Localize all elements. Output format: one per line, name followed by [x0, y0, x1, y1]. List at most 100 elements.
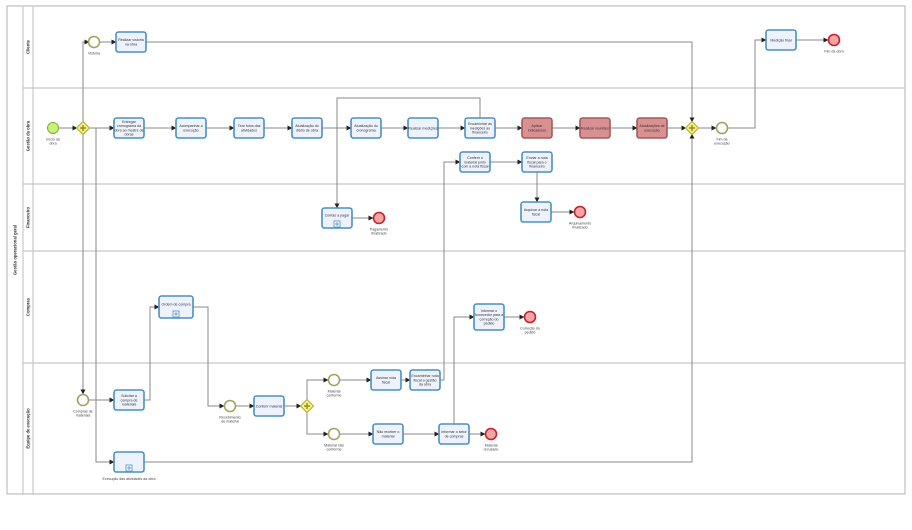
intermediate-event-icon — [76, 393, 90, 407]
lane-label-equipe: Equipe de execução — [26, 408, 31, 449]
intermediate-event-vistoria[interactable]: Vistoria — [87, 35, 101, 56]
subprocess-expand-icon[interactable] — [172, 310, 180, 318]
task-box — [113, 451, 145, 473]
sequence-flow[interactable] — [144, 304, 160, 401]
task-box — [409, 369, 441, 391]
event-label: Fim da obra — [824, 49, 843, 53]
task-box — [459, 151, 491, 173]
end-event-icon — [484, 427, 498, 441]
end-event-icon — [523, 310, 537, 324]
task-box — [321, 207, 353, 229]
task-medicao_final[interactable]: Medição final — [765, 29, 797, 51]
end-event-icon — [372, 211, 386, 225]
task-label: Medição final — [770, 38, 791, 42]
end-event-icon — [573, 205, 587, 219]
subprocess-expand-icon[interactable] — [333, 220, 341, 228]
intermediate-event-icon — [87, 35, 101, 49]
task-box — [233, 117, 265, 139]
task-conferir_mat[interactable]: Conferir material — [253, 395, 285, 417]
sequence-flow[interactable] — [146, 41, 695, 123]
lane-label-compras: Compras — [26, 297, 31, 316]
parallel-gateway-join[interactable] — [684, 120, 700, 136]
lane-label-financeiro: Financeiro — [26, 206, 31, 228]
sequence-flow[interactable] — [306, 412, 329, 437]
sequence-flow[interactable] — [95, 128, 115, 465]
pool — [6, 5, 906, 495]
sequence-flow[interactable] — [144, 133, 695, 463]
end-event-fim_obra[interactable]: Fim da obra — [824, 33, 844, 54]
task-box — [113, 117, 145, 139]
intermediate-event-icon — [223, 399, 237, 413]
parallel-gateway-split[interactable] — [75, 120, 91, 136]
task-box — [253, 395, 285, 417]
parallel-gateway-material[interactable] — [299, 398, 315, 414]
task-execucao[interactable] — [113, 451, 145, 473]
subprocess-expand-icon[interactable] — [125, 464, 133, 472]
task-box — [521, 117, 553, 139]
task-ordem[interactable]: Ordem de compra — [158, 295, 194, 319]
sequence-flow[interactable] — [440, 159, 461, 381]
sequence-flow[interactable] — [193, 306, 225, 409]
task-box — [158, 295, 194, 319]
intermediate-event-icon — [327, 427, 341, 441]
task-box — [370, 369, 402, 391]
task-medicoes[interactable]: Realizar medições — [407, 117, 439, 139]
task-box — [438, 423, 470, 445]
task-reunioes[interactable]: Realizar reuniões — [579, 117, 611, 139]
sequence-flow[interactable] — [82, 39, 90, 122]
sequence-flow[interactable] — [453, 314, 475, 424]
pool-label: Gestão operacional geral — [13, 225, 18, 275]
task-box — [636, 117, 668, 139]
task-contas[interactable]: Contas a pagar — [321, 207, 353, 229]
sequence-flow[interactable] — [334, 97, 481, 209]
sequence-flow[interactable] — [728, 37, 767, 129]
sequence-flow[interactable] — [306, 377, 329, 400]
task-box — [765, 29, 797, 51]
